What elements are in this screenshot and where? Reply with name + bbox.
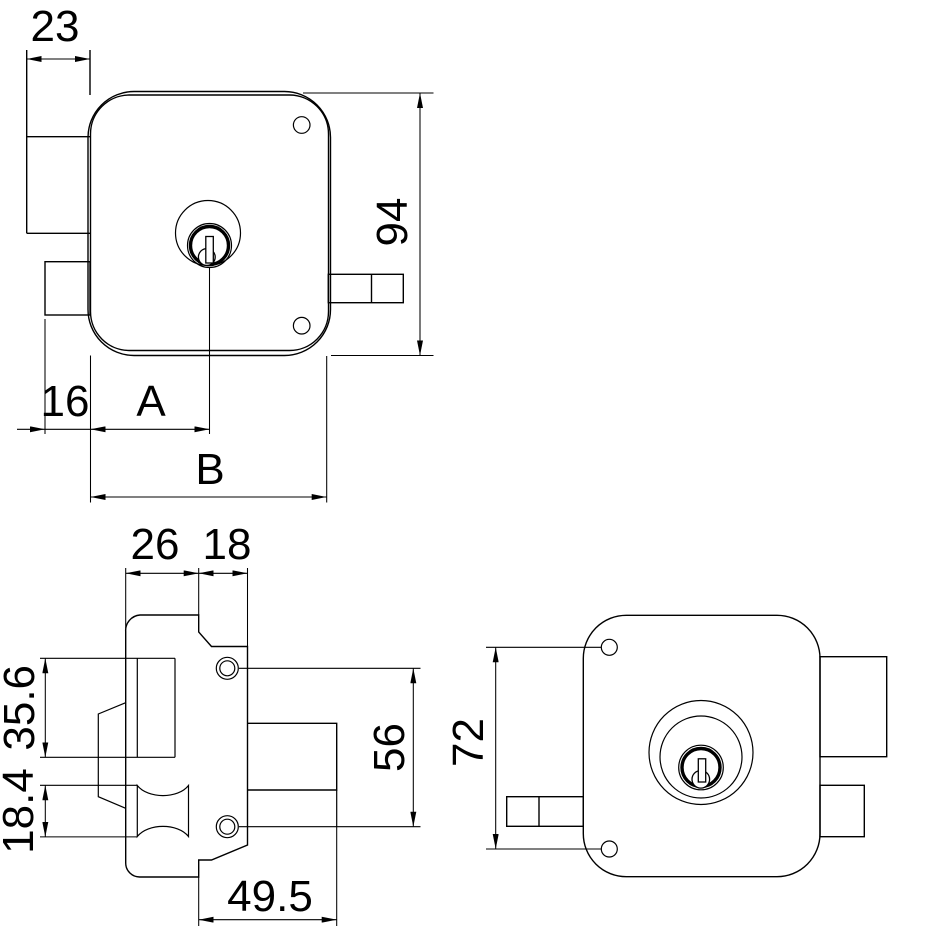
dim-label-B: B: [195, 445, 224, 494]
side-latch-bolt: [136, 783, 190, 839]
back-keyway-stem: [697, 758, 707, 783]
back-deadbolt-box: [819, 656, 888, 758]
dim-label-26: 26: [131, 520, 180, 569]
side-screw-bottom-inner: [219, 818, 236, 835]
side-screw-top-inner: [219, 660, 236, 677]
dim-label-16: 16: [41, 377, 90, 426]
side-view: 56 26 18 35.6 18.4 49.5: [0, 520, 421, 926]
side-screw-top-outer: [215, 656, 239, 680]
side-case-profile: [124, 614, 249, 878]
side-screw-bottom-outer: [215, 815, 239, 839]
front-screw-hole-bottom: [292, 316, 311, 335]
side-cylinder-housing: [247, 722, 338, 791]
dim-label-A: A: [136, 377, 166, 426]
front-keyway-stem: [205, 235, 214, 264]
dim-label-18: 18: [203, 520, 252, 569]
dim-label-184: 18.4: [0, 768, 43, 854]
back-case-outline: [582, 614, 821, 878]
front-screw-hole-top: [292, 116, 311, 134]
front-latch-box: [44, 261, 91, 316]
front-deadbolt-box: [26, 50, 91, 234]
side-keeper-wedge: [97, 702, 126, 809]
back-cylinder-ring: [678, 744, 724, 791]
dim-label-495: 49.5: [227, 872, 313, 921]
front-slide-box: [327, 273, 404, 304]
dim-label-356: 35.6: [0, 665, 44, 751]
dim-label-94: 94: [368, 198, 417, 247]
front-view: 23 94 16 A B: [17, 2, 434, 503]
back-screw-hole-top: [600, 638, 618, 656]
back-latch-box: [819, 784, 865, 838]
back-slide-box: [506, 796, 585, 828]
back-screw-hole-bottom: [600, 840, 618, 858]
dim-label-23: 23: [31, 2, 80, 51]
dim-label-72: 72: [444, 718, 493, 767]
back-view: 72: [444, 614, 888, 878]
back-cylinder-rose-outer: [648, 699, 754, 806]
dim-label-56: 56: [365, 723, 414, 772]
back-cylinder-rose-inner: [659, 715, 743, 799]
